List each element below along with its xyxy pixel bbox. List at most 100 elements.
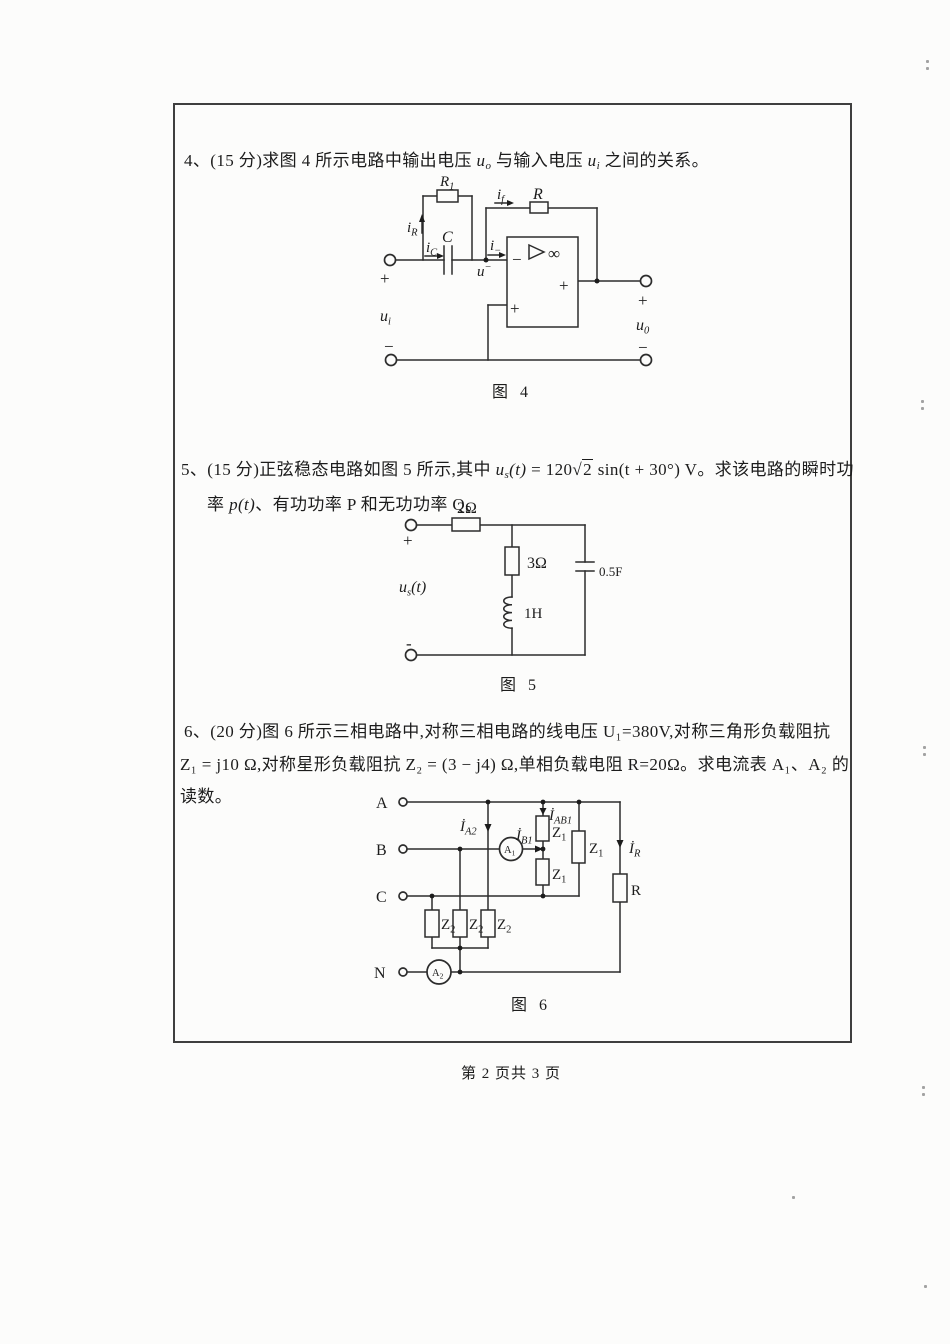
sqrt-sign: √ [572,460,583,479]
label-c: C [442,229,453,246]
arrow-right-icon [437,253,444,259]
node-dot [457,969,463,975]
q5-line2a: 率 [207,495,230,514]
ammeter-a1-label: A1 [504,845,516,858]
question-6-line1: 6、(20 分)图 6 所示三相电路中,对称三相电路的线电压 U₁=380V,对… [184,722,831,741]
label-z1-upper: Z1 [552,825,566,844]
label-z2-2: Z2 [469,917,483,936]
resistor-2ohm [451,517,481,532]
label-r-load: R [631,883,641,899]
opamp-infinity: ∞ [548,244,560,263]
label-i-c: iC [426,240,438,259]
fig4-wires [395,195,641,361]
output-plus-sign: + [638,291,648,310]
node-dot [429,893,435,899]
q4-seg2: 与输入电压 [491,151,588,170]
input-terminal-bottom [384,353,398,367]
label-z1-right: Z1 [589,841,603,860]
q5-line1b: 。求该电路的瞬时功 [697,460,854,479]
page-border [173,103,852,1043]
question-4-text: 4、(15 分)求图 4 所示电路中输出电压 uo 与输入电压 ui 之间的关系… [184,149,709,173]
scan-speck [792,1196,795,1199]
impedance-z2-1 [424,909,440,938]
source-minus-sign: - [406,634,412,653]
figure-5-caption: 图 5 [500,677,540,694]
scan-speck [921,400,924,403]
label-i-a2: İA2 [459,819,477,838]
resistor-r-feedback [529,201,549,214]
scan-speck [926,60,929,63]
node-dot [540,893,546,899]
fig5-wires [416,524,595,656]
label-u-node: u− [477,262,492,280]
fig6-wires [406,801,621,973]
label-i-r: İR [628,841,641,860]
terminal-b [398,844,408,854]
output-terminal-top [639,274,653,288]
terminal-c [398,891,408,901]
scan-speck [921,407,924,410]
label-i-f: if [497,187,506,206]
q5-line1a: 5、(15 分)正弦稳态电路如图 5 所示,其中 [181,460,496,479]
input-minus-sign: − [384,337,394,356]
label-05f: 0.5F [599,564,622,579]
figure-4-caption: 图 4 [492,384,532,401]
arrow-down-icon [616,840,624,848]
label-phase-b: B [376,842,387,859]
node-dot [483,257,489,263]
label-r1: R1 [439,175,454,193]
scan-speck [926,67,929,70]
scan-speck [924,1285,927,1288]
resistor-3ohm [504,546,520,576]
impedance-z2-3 [480,909,496,938]
opamp-triangle-icon [528,243,546,261]
math-u-i: ui [587,151,601,172]
scan-speck [922,1086,925,1089]
ammeter-a1 [498,836,524,862]
node-dot [457,846,463,852]
label-phase-c: C [376,889,387,906]
node-dot [540,799,546,805]
opamp-plus-input: + [510,299,520,318]
label-u-i: ui [380,308,391,328]
impedance-z1-right [571,830,586,864]
q5-sin-term: sin(t + 30°) V [593,460,698,479]
question-5-line1: 5、(15 分)正弦稳态电路如图 5 所示,其中 us(t) = 120√2 s… [181,458,854,482]
figure-6-caption: 图 6 [511,997,551,1014]
ammeter-a2 [426,959,452,985]
label-1h: 1H [524,606,543,622]
math-u-s-arg: (t) [509,460,527,479]
output-minus-sign: − [638,338,648,357]
question-5-line2: 率 p(t)、有功功率 P 和无功功率 Q。 [207,493,482,517]
question-6-line3: 读数。 [180,787,233,806]
label-r-feedback: R [532,186,543,203]
source-terminal-top [404,518,418,532]
q4-seg3: 之间的关系。 [600,151,710,170]
label-i-ab1: İAB1 [548,808,572,827]
q4-seg1: 4、(15 分)求图 4 所示电路中输出电压 [184,151,477,170]
input-plus-sign: + [380,269,390,288]
node-dot [485,799,491,805]
label-z2-1: Z2 [441,917,455,936]
opamp-output-plus: + [559,276,569,295]
terminal-a [398,797,408,807]
impedance-z1-upper [535,815,550,842]
arrow-down-icon [484,824,492,832]
q5-eq: = 120 [526,460,573,479]
page-footer: 第 2 页共 3 页 [460,1066,561,1082]
label-3ohm: 3Ω [527,555,547,572]
label-i-r: iR [407,220,418,239]
scan-speck [923,746,926,749]
math-u-o: uo [476,151,492,172]
figure-4-opamp-circuit: R1 iR C iC i− u− if R − ∞ + + + ui − + u… [380,175,653,401]
ammeter-a2-label: A2 [432,968,444,981]
q5-line2b: 、有功功率 P 和无功功率 Q。 [255,495,483,514]
impedance-z1-lower [535,858,550,886]
arrow-down-icon [539,808,547,815]
input-terminal-top [383,253,397,267]
impedance-z2-2 [452,909,468,938]
source-terminal-bottom [404,648,418,662]
resistor-r-load [612,873,628,903]
scan-speck [923,753,926,756]
